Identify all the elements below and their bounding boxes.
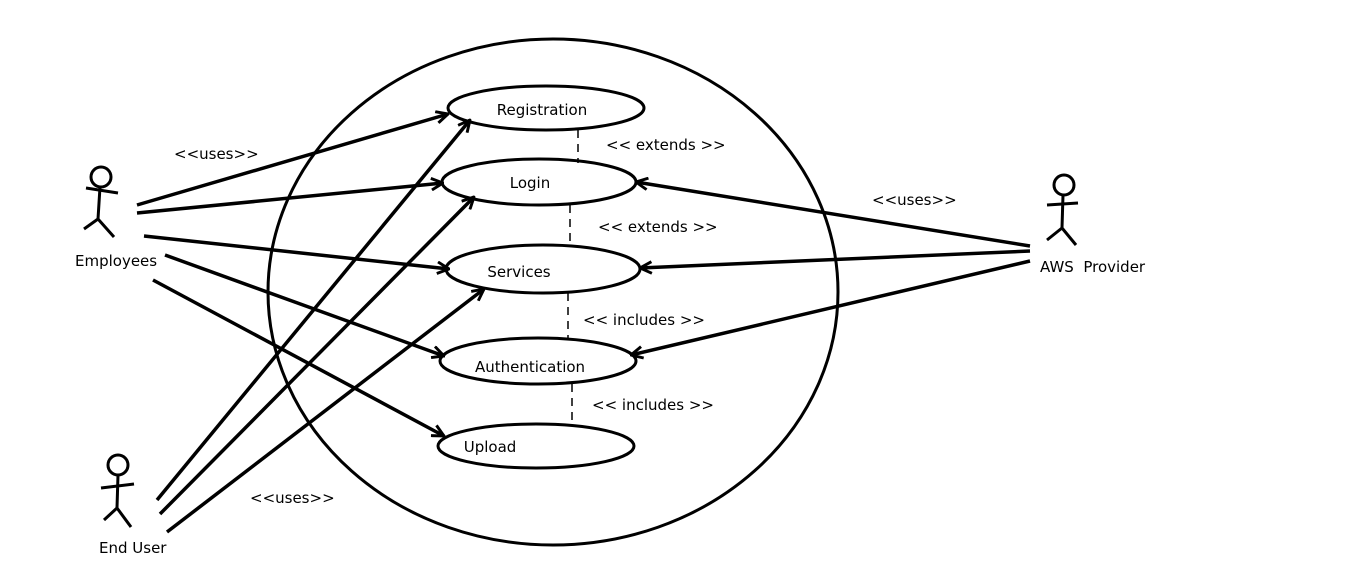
use-case-login[interactable]: Login xyxy=(440,157,638,207)
association-employees-authentication xyxy=(164,253,444,356)
use-case-label: Registration xyxy=(497,101,587,119)
association-enduser-login xyxy=(158,197,474,516)
uses-label-aws: <<uses>> xyxy=(872,191,957,209)
actor-label: Employees xyxy=(75,252,157,270)
use-case-services[interactable]: Services xyxy=(444,243,642,295)
association-aws-login xyxy=(636,182,1031,248)
association-enduser-services xyxy=(165,289,484,534)
actor-aws-provider[interactable]: AWS Provider xyxy=(1040,173,1146,276)
stick-figure-icon xyxy=(1046,173,1079,246)
relation-lines xyxy=(567,130,579,424)
actor-end-user[interactable]: End User xyxy=(99,453,167,557)
relation-label: << extends >> xyxy=(606,136,726,154)
use-case-registration[interactable]: Registration xyxy=(446,84,646,132)
use-case-label: Login xyxy=(510,174,550,192)
actor-label: End User xyxy=(99,539,167,557)
stick-figure-icon xyxy=(83,165,119,238)
association-aws-services xyxy=(640,249,1031,268)
use-case-label: Services xyxy=(487,263,550,281)
association-employees-services xyxy=(143,234,449,269)
actor-employees[interactable]: Employees xyxy=(75,165,157,270)
actor-label: AWS Provider xyxy=(1040,258,1146,276)
association-employees-upload xyxy=(152,278,444,438)
association-lines xyxy=(136,114,1031,534)
relation-label: << includes >> xyxy=(592,396,714,414)
uses-label-enduser: <<uses>> xyxy=(250,489,335,507)
uses-label-employees: <<uses>> xyxy=(174,145,259,163)
use-case-authentication[interactable]: Authentication xyxy=(438,336,638,386)
association-enduser-registration xyxy=(155,120,470,502)
association-employees-login xyxy=(136,183,443,215)
relation-label: << includes >> xyxy=(583,311,705,329)
use-case-label: Upload xyxy=(464,438,517,456)
stick-figure-icon xyxy=(100,453,135,528)
use-case-upload[interactable]: Upload xyxy=(436,422,636,470)
use-case-label: Authentication xyxy=(475,358,585,376)
relation-label: << extends >> xyxy=(598,218,718,236)
association-aws-authentication xyxy=(631,259,1031,355)
association-employees-registration xyxy=(136,114,448,207)
